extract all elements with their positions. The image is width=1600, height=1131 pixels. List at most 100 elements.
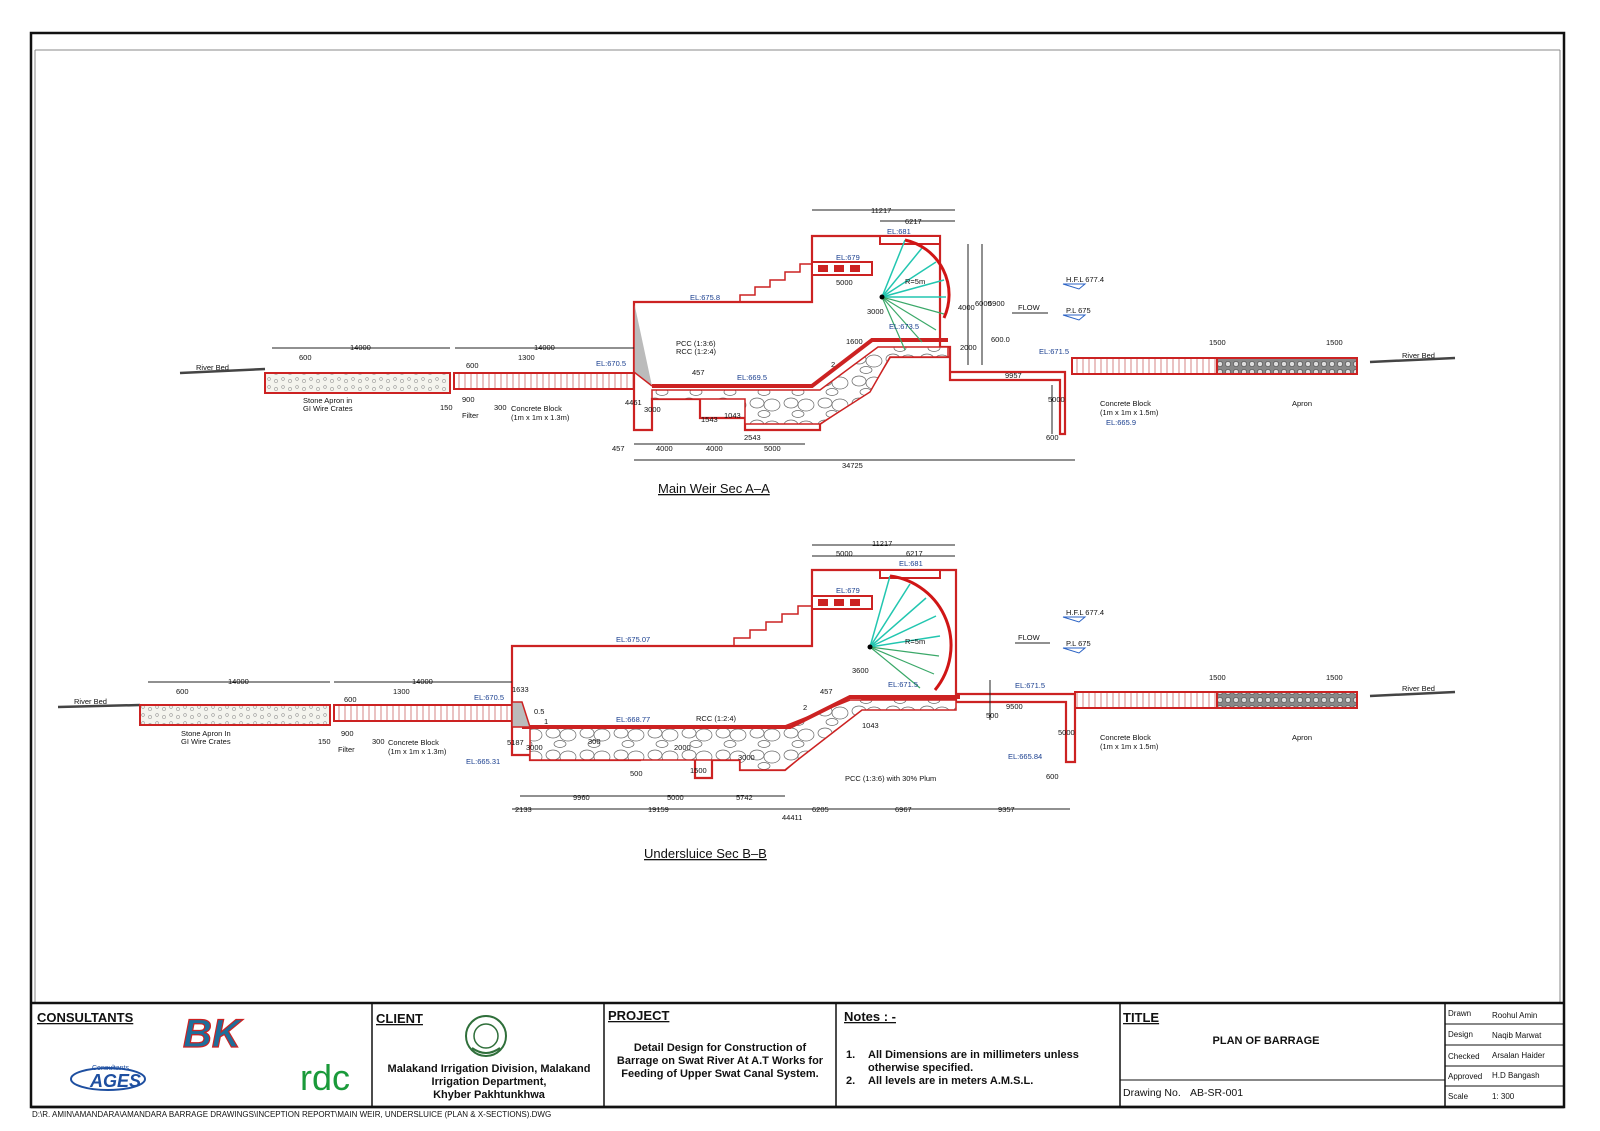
dim-2-a: 2 <box>831 360 835 369</box>
rcc-label-b: RCC (1:2:4) <box>696 714 737 723</box>
concrete-block-right-a <box>1071 357 1218 375</box>
client-heading: CLIENT <box>376 1011 423 1026</box>
dim-5000-v-b: 5000 <box>1058 728 1075 737</box>
dim-1500-b: 1500 <box>690 766 707 775</box>
client-line-3: Khyber Pakhtunkhwa <box>433 1089 546 1101</box>
glacis-a <box>652 338 948 388</box>
filter-label-a: Filter <box>462 411 479 420</box>
dim-9500-b: 9500 <box>1006 702 1023 711</box>
el-66531-b: EL:665.31 <box>466 757 500 766</box>
pcc-label-a: PCC (1:3:6) <box>676 339 716 348</box>
signoff-role-checked: Checked <box>1448 1052 1480 1061</box>
bk-logo: BK <box>183 1012 244 1056</box>
pl-label-b: P.L 675 <box>1066 639 1091 648</box>
dim-6967-b: 6967 <box>895 805 912 814</box>
radius-label-b: R=5m <box>905 637 925 646</box>
concrete-block-size-b: (1m x 1m x 1.3m) <box>388 747 447 756</box>
section-b-drawing <box>57 544 1456 810</box>
section-b-title: Undersluice Sec B–B <box>644 846 767 861</box>
concrete-block-label-a: Concrete Block <box>511 404 562 413</box>
dim-1600-a: 1600 <box>846 337 863 346</box>
flow-label-a: FLOW <box>1018 303 1041 312</box>
glacis-b <box>522 695 960 729</box>
dim-600-b-a: 600 <box>466 361 479 370</box>
dim-5742-b: 5742 <box>736 793 753 802</box>
dim-1-b: 1 <box>544 717 548 726</box>
gate-arms-a <box>881 239 946 298</box>
dim-300-a: 300 <box>494 403 507 412</box>
stone-apron-label-2-a: GI Wire Crates <box>303 404 353 413</box>
dim-1300-a: 1300 <box>518 353 535 362</box>
section-a-drawing <box>179 209 1456 461</box>
apron-a <box>1216 357 1358 375</box>
river-bed-left-a <box>179 367 266 375</box>
dim-9957-a: 9957 <box>1005 371 1022 380</box>
el-6715a-b: EL:671.5 <box>888 680 918 689</box>
dim-14000-a-a: 14000 <box>350 343 371 352</box>
signoff-role-design: Design <box>1448 1030 1473 1039</box>
dim-5187-b: 5187 <box>507 738 524 747</box>
dim-34725-a: 34725 <box>842 461 863 470</box>
concrete-block-a <box>453 372 635 390</box>
river-bed-right-a <box>1369 356 1456 364</box>
dim-05-b: 0.5 <box>534 707 544 716</box>
el-681-a: EL:681 <box>887 227 911 236</box>
dim-300-b-b: 300 <box>588 737 601 746</box>
note-1-num: 1. <box>846 1049 855 1061</box>
ages-logo-small-text: Consultants <box>92 1065 129 1072</box>
dim-3000-a-b: 3000 <box>526 743 543 752</box>
dim-44411-b: 44411 <box>782 813 802 822</box>
signoff-name-drawn: Roohul Amin <box>1492 1011 1537 1020</box>
el-681-b: EL:681 <box>899 559 923 568</box>
stone-apron-label-b: Stone Apron In <box>181 729 231 738</box>
dim-11217-a: 11217 <box>871 206 891 215</box>
dim-9357-b: 9357 <box>998 805 1015 814</box>
dim-300-b: 300 <box>372 737 385 746</box>
dim-4461-a: 4461 <box>625 398 642 407</box>
project-heading: PROJECT <box>608 1008 669 1023</box>
pl-label-a: P.L 675 <box>1066 306 1091 315</box>
consultants-heading: CONSULTANTS <box>37 1010 134 1025</box>
dim-5000-b-a: 5000 <box>764 444 781 453</box>
rdc-logo: rdc <box>300 1057 350 1098</box>
dim-150-b: 150 <box>318 737 331 746</box>
el-6715b-b: EL:671.5 <box>1015 681 1045 690</box>
river-bed-right-b <box>1369 690 1456 698</box>
dim-2-b: 2 <box>803 703 807 712</box>
dim-19159-b: 19159 <box>648 805 669 814</box>
dim-4000-a-a: 4000 <box>656 444 673 453</box>
dim-5000-top-b: 5000 <box>836 549 853 558</box>
dim-457-h-a: 457 <box>612 444 625 453</box>
signoff-role-scale: Scale <box>1448 1092 1469 1101</box>
note-1-line-1: All Dimensions are in millimeters unless <box>868 1049 1079 1061</box>
title-heading: TITLE <box>1123 1010 1159 1025</box>
stone-apron-label-a: Stone Apron in <box>303 396 352 405</box>
el-679-a: EL:679 <box>836 253 860 262</box>
concrete-block-right-size-b: (1m x 1m x 1.5m) <box>1100 742 1159 751</box>
sheet-border <box>29 31 1566 1109</box>
stone-apron-b <box>139 704 331 726</box>
ages-logo: Consultants AGES <box>70 1065 146 1091</box>
concrete-block-label-b: Concrete Block <box>388 738 439 747</box>
title-block <box>31 1001 1564 1109</box>
concrete-block-size-a: (1m x 1m x 1.3m) <box>511 413 570 422</box>
section-a-title: Main Weir Sec A–A <box>658 481 770 496</box>
signoff-name-scale: 1: 300 <box>1492 1092 1515 1101</box>
dim-9960-b: 9960 <box>573 793 590 802</box>
el-66877-b: EL:668.77 <box>616 715 650 724</box>
apron-label-b: Apron <box>1292 733 1312 742</box>
dim-500-a-b: 500 <box>630 769 643 778</box>
el-66584-b: EL:665.84 <box>1008 752 1042 761</box>
dim-1500-b-a: 1500 <box>1326 338 1343 347</box>
concrete-block-right-size-a: (1m x 1m x 1.5m) <box>1100 408 1159 417</box>
river-bed-left-b <box>57 703 141 709</box>
radial-gate-b <box>889 574 953 691</box>
river-bed-right-label-b: River Bed <box>1402 684 1435 693</box>
drawing-title: PLAN OF BARRAGE <box>1213 1035 1320 1047</box>
dim-11217-b: 11217 <box>872 539 892 548</box>
dim-2000-b: 2000 <box>674 743 691 752</box>
dim-900-b: 900 <box>341 729 354 738</box>
el-67507-b: EL:675.07 <box>616 635 650 644</box>
el-6659-a: EL:665.9 <box>1106 418 1136 427</box>
